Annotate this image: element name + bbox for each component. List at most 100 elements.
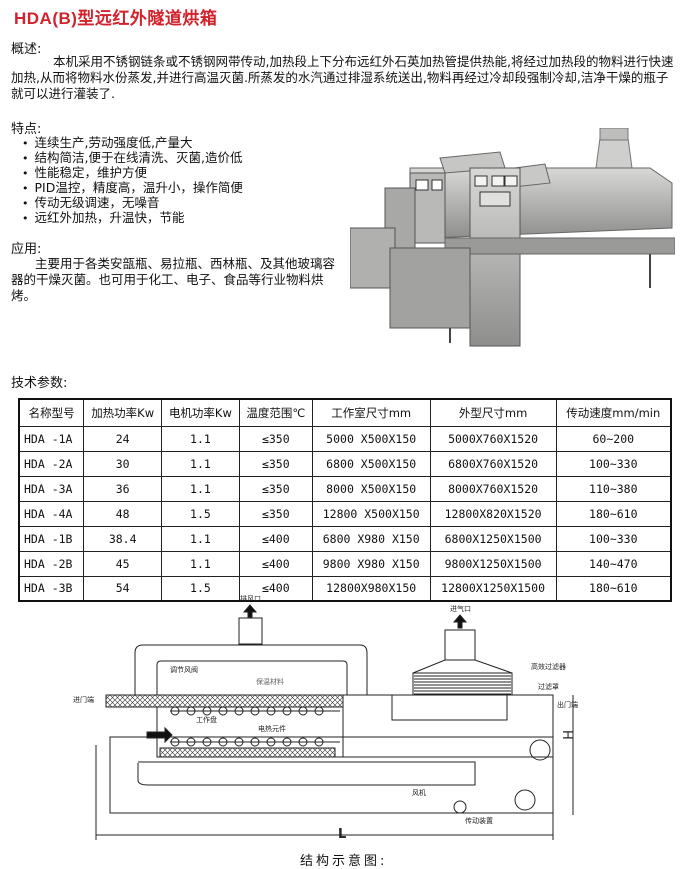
- application-heading: 应用:: [11, 242, 42, 257]
- table-cell: ≤400: [238, 550, 313, 577]
- table-cell: 5000X760X1520: [429, 425, 557, 452]
- table-cell: 6800X1250X1500: [429, 525, 557, 552]
- table-cell: 1.1: [161, 475, 240, 502]
- table-cell: 180~610: [555, 575, 672, 602]
- table-cell: 12800X820X1520: [429, 500, 557, 527]
- hepa-filter: [412, 614, 513, 696]
- table-cell: 6800X760X1520: [429, 450, 557, 477]
- table-cell: 9800 X980 X150: [311, 550, 431, 577]
- table-cell: 1.1: [161, 550, 240, 577]
- frame: [109, 736, 554, 814]
- label-air-inlet: 进气口: [450, 604, 471, 613]
- diagram-caption: 结构示意图:: [300, 854, 388, 869]
- table-cell: 110~380: [555, 475, 672, 502]
- label-heater: 电热元件: [258, 724, 286, 733]
- table-cell: 1.1: [161, 525, 240, 552]
- table-cell: ≤350: [238, 500, 313, 527]
- table-cell: 9800X1250X1500: [429, 550, 557, 577]
- table-cell: 38.4: [83, 525, 163, 552]
- table-cell: ≤400: [238, 575, 313, 602]
- label-filter-hood: 过滤罩: [538, 682, 559, 691]
- feature-item: 传动无级调速，无噪音: [22, 195, 243, 210]
- table-cell: 1.5: [161, 500, 240, 527]
- overview-text: 本机采用不锈钢链条或不锈钢网带传动,加热段上下分布远红外石英加热管提供热能,将经…: [11, 54, 674, 101]
- table-cell: HDA -4A: [18, 500, 85, 527]
- label-tray: 工作盘: [196, 715, 217, 724]
- table-cell: HDA -3B: [18, 575, 85, 602]
- application-text: 主要用于各类安瓿瓶、易拉瓶、西林瓶、及其他玻璃容器的干燥灭菌。也可用于化工、电子…: [11, 256, 336, 303]
- table-cell: 5000 X500X150: [311, 425, 431, 452]
- col-header: 电机功率Kw: [161, 398, 240, 427]
- features-heading: 特点:: [11, 122, 42, 137]
- label-hepa: 高效过滤器: [531, 662, 566, 671]
- table-cell: HDA -1A: [18, 425, 85, 452]
- table-cell: 60~200: [555, 425, 672, 452]
- table-cell: 24: [83, 425, 163, 452]
- table-cell: 12800X980X150: [311, 575, 431, 602]
- feature-item: PID温控，精度高，温升小，操作简便: [22, 180, 243, 195]
- exhaust-duct: [134, 644, 368, 695]
- col-header: 外型尺寸mm: [429, 398, 557, 427]
- feature-item: 结构简洁,便于在线清洗、灭菌,造价低: [22, 150, 243, 165]
- table-cell: 45: [83, 550, 163, 577]
- structure-diagram: 排风口 进气口 调节风阀 保温材料 进门端 工作盘 电热元件 高效过滤器 过滤罩…: [73, 594, 578, 842]
- table-cell: HDA -2B: [18, 550, 85, 577]
- col-header: 名称型号: [18, 398, 85, 427]
- table-cell: 54: [83, 575, 163, 602]
- table-cell: HDA -1B: [18, 525, 85, 552]
- table-cell: 100~330: [555, 450, 672, 477]
- label-drive: 传动装置: [465, 816, 493, 825]
- overview-heading: 概述:: [11, 42, 42, 57]
- table-cell: HDA -3A: [18, 475, 85, 502]
- machine-photo: [350, 128, 675, 347]
- label-insulation: 保温材料: [256, 677, 284, 686]
- table-cell: 1.1: [161, 450, 240, 477]
- col-header: 加热功率Kw: [83, 398, 163, 427]
- page-title: HDA(B)型远红外隧道烘箱: [14, 9, 218, 28]
- col-header: 温度范围℃: [238, 398, 313, 427]
- table-cell: 8000 X500X150: [311, 475, 431, 502]
- params-heading: 技术参数:: [11, 376, 68, 391]
- table-cell: 6800 X500X150: [311, 450, 431, 477]
- insulation-top: [105, 694, 344, 708]
- features-list: 连续生产,劳动强度低,产量大 结构简洁,便于在线清洗、灭菌,造价低 性能稳定，维…: [22, 135, 243, 225]
- label-exhaust: 排风口: [240, 594, 261, 603]
- table-cell: 140~470: [555, 550, 672, 577]
- label-entry-end: 进门端: [73, 695, 94, 704]
- table-cell: 36: [83, 475, 163, 502]
- label-damper: 调节风阀: [170, 665, 198, 674]
- params-table: 名称型号 加热功率Kw 电机功率Kw 温度范围℃ 工作室尺寸mm 外型尺寸mm …: [18, 398, 672, 602]
- table-header-row: 名称型号 加热功率Kw 电机功率Kw 温度范围℃ 工作室尺寸mm 外型尺寸mm …: [18, 398, 672, 427]
- table-cell: 30: [83, 450, 163, 477]
- table-cell: 100~330: [555, 525, 672, 552]
- table-cell: ≤350: [238, 475, 313, 502]
- table-cell: ≤350: [238, 425, 313, 452]
- table-cell: ≤400: [238, 525, 313, 552]
- table-cell: ≤350: [238, 450, 313, 477]
- cooling-section: [342, 694, 554, 758]
- label-height: H: [559, 730, 574, 740]
- table-cell: 48: [83, 500, 163, 527]
- label-exit-end: 出门端: [557, 700, 578, 709]
- col-header: 工作室尺寸mm: [311, 398, 431, 427]
- exhaust-chimney: [238, 604, 263, 645]
- table-cell: 180~610: [555, 500, 672, 527]
- feature-item: 连续生产,劳动强度低,产量大: [22, 135, 243, 150]
- table-cell: HDA -2A: [18, 450, 85, 477]
- feature-item: 远红外加热，升温快，节能: [22, 210, 243, 225]
- table-cell: 12800X1250X1500: [429, 575, 557, 602]
- label-fan: 风机: [412, 788, 426, 797]
- insulation-bottom: [159, 747, 336, 758]
- col-header: 传动速度mm/min: [555, 398, 672, 427]
- table-cell: 12800 X500X150: [311, 500, 431, 527]
- table-cell: 1.1: [161, 425, 240, 452]
- return-duct: [137, 761, 476, 786]
- table-cell: 6800 X980 X150: [311, 525, 431, 552]
